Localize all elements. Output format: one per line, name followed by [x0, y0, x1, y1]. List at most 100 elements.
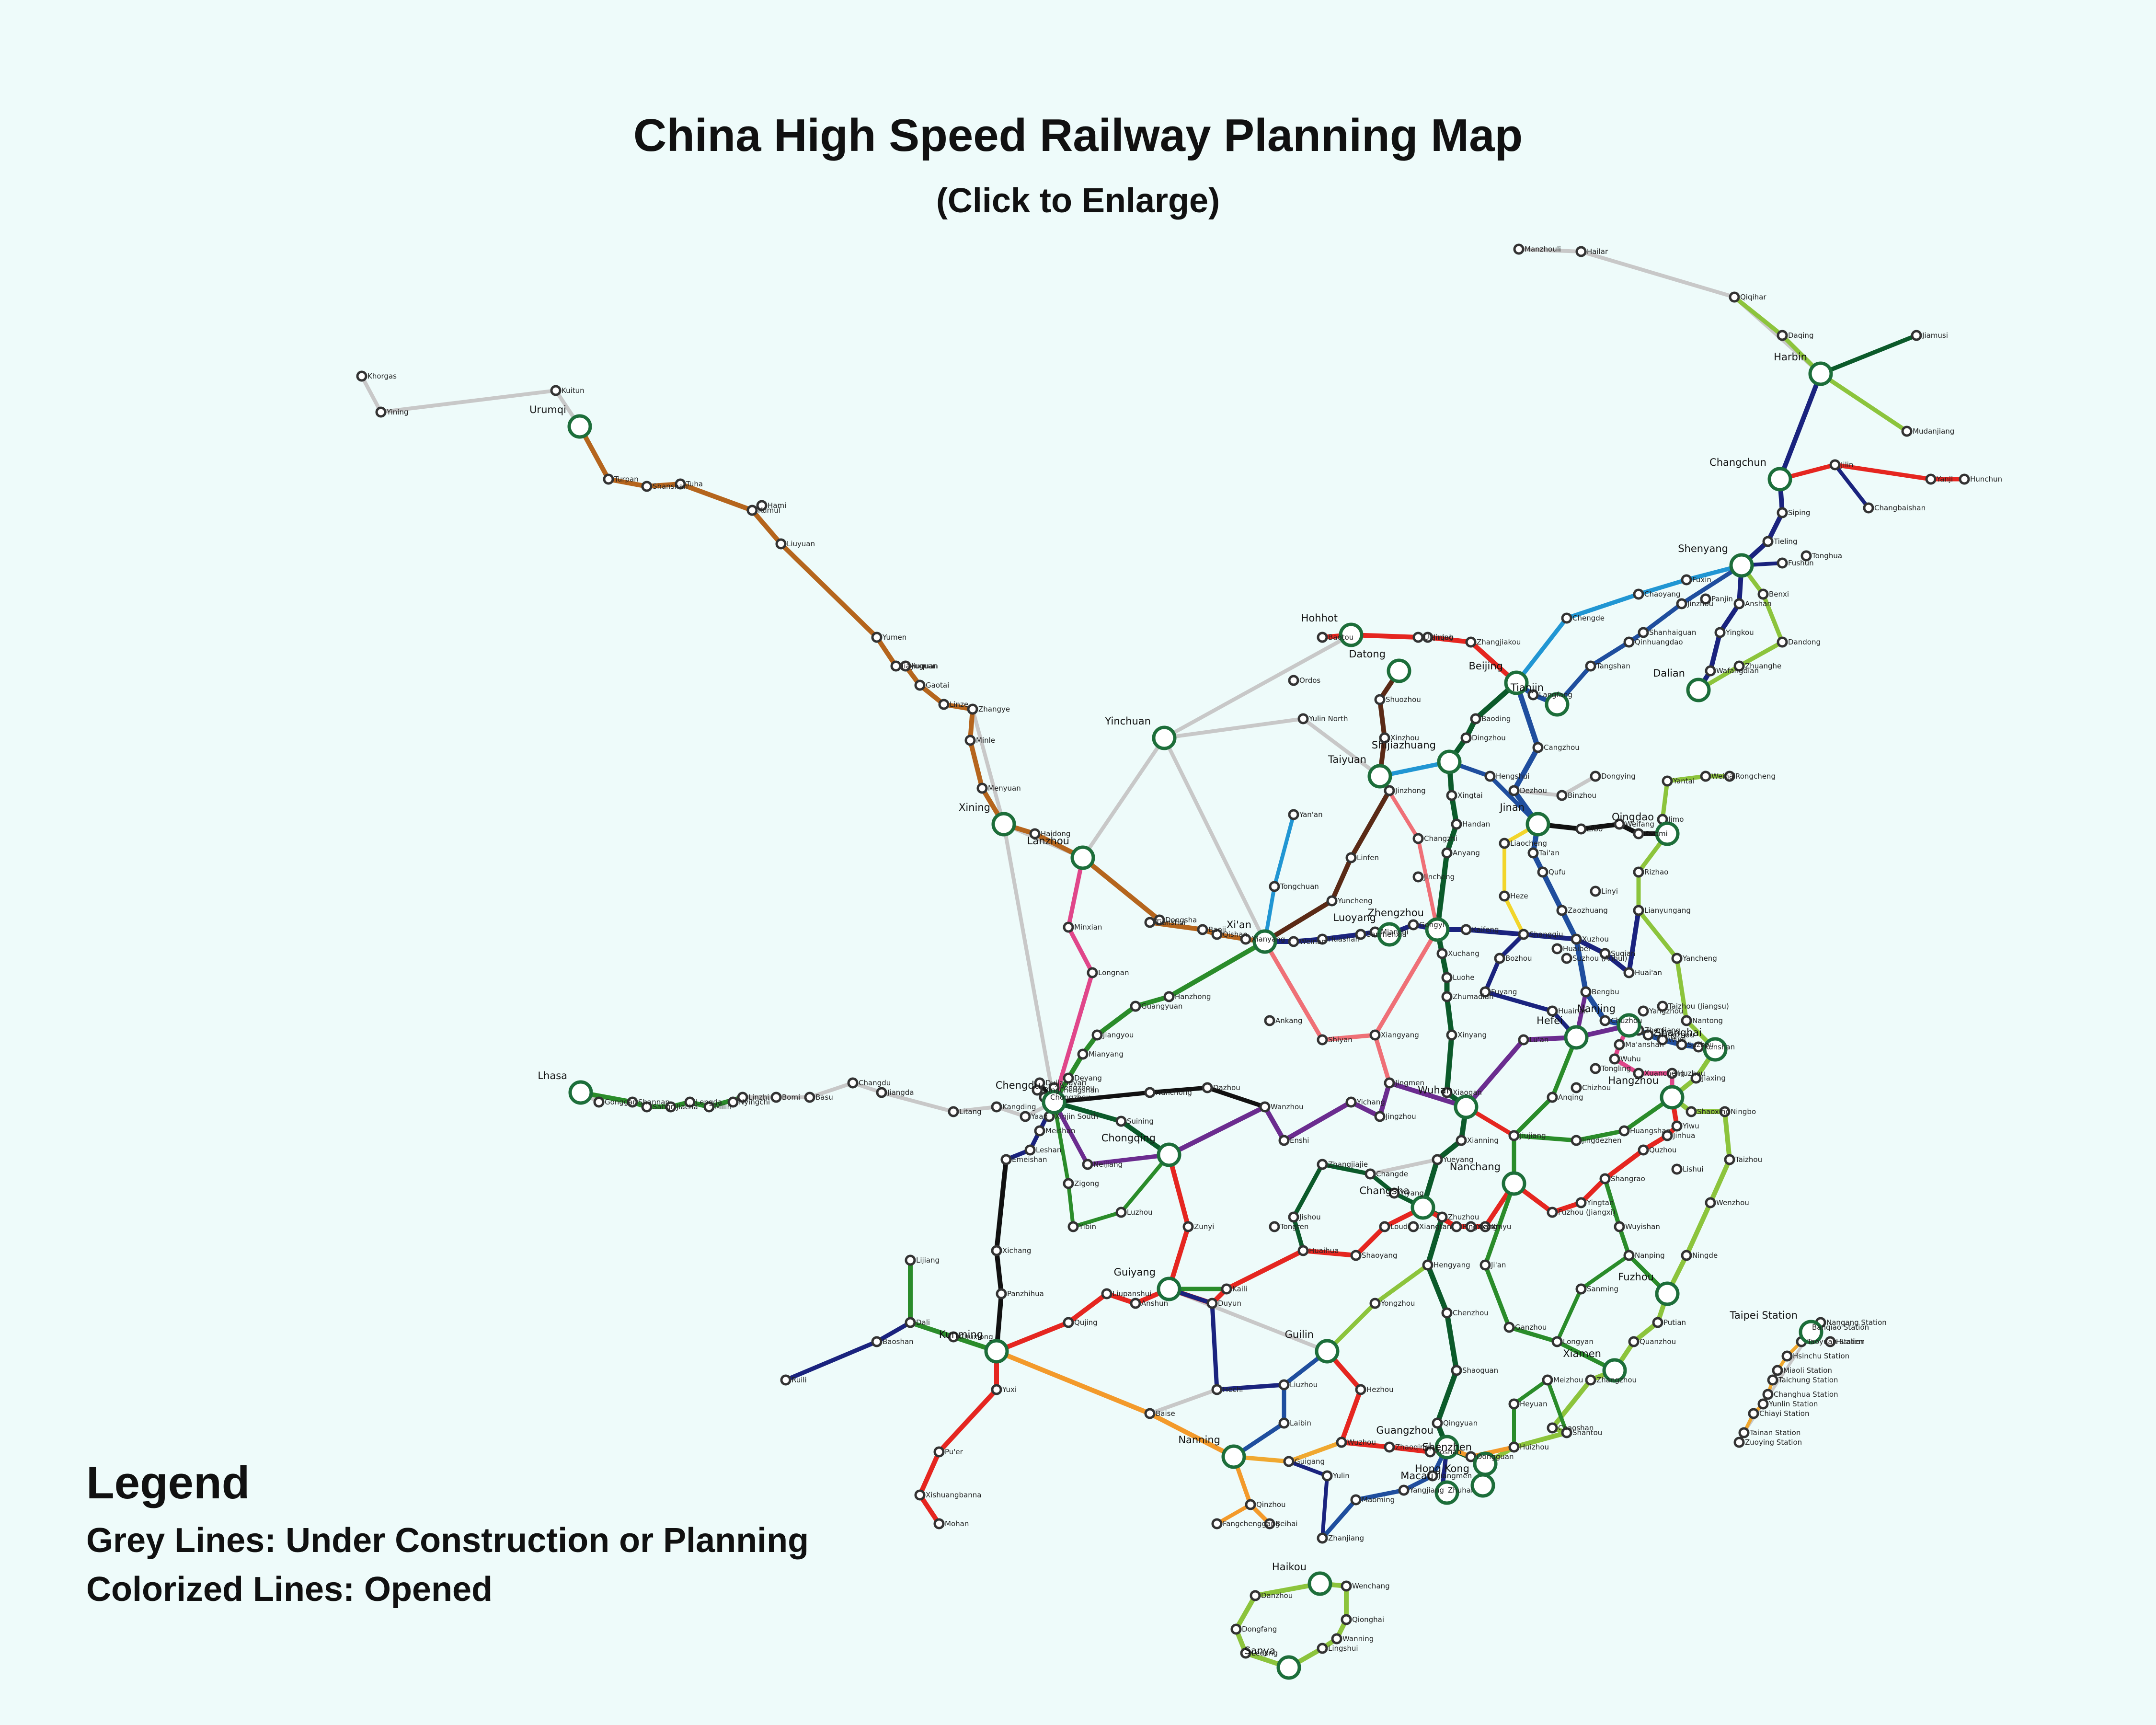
station-marker[interactable]: [1479, 1221, 1491, 1232]
station-marker[interactable]: [1077, 1048, 1089, 1060]
hub-station-marker[interactable]: [1655, 821, 1680, 846]
station-marker[interactable]: [1063, 1178, 1074, 1189]
station-marker[interactable]: [1686, 1106, 1697, 1117]
station-marker[interactable]: [1436, 1211, 1448, 1223]
station-marker[interactable]: [1623, 1250, 1635, 1261]
hub-station-marker[interactable]: [1808, 361, 1833, 386]
station-marker[interactable]: [1638, 1005, 1649, 1017]
hub-station-marker[interactable]: [1377, 922, 1402, 947]
station-marker[interactable]: [1547, 1092, 1558, 1103]
station-marker[interactable]: [550, 385, 562, 396]
station-marker[interactable]: [1412, 632, 1424, 643]
station-marker[interactable]: [1777, 557, 1788, 569]
station-marker[interactable]: [1446, 790, 1457, 801]
station-marker[interactable]: [1719, 1106, 1731, 1117]
hub-station-marker[interactable]: [991, 812, 1016, 837]
station-marker[interactable]: [905, 1317, 916, 1328]
hub-station-marker[interactable]: [1221, 1444, 1246, 1469]
station-marker[interactable]: [1412, 871, 1424, 883]
station-marker[interactable]: [871, 632, 883, 643]
station-marker[interactable]: [1499, 890, 1510, 902]
hub-station-marker[interactable]: [1276, 1655, 1301, 1680]
station-marker[interactable]: [1365, 1168, 1376, 1180]
station-marker[interactable]: [1762, 536, 1774, 547]
station-marker[interactable]: [727, 1096, 739, 1108]
station-marker[interactable]: [1317, 933, 1328, 945]
station-marker[interactable]: [1705, 665, 1716, 677]
station-marker[interactable]: [1278, 1135, 1290, 1146]
station-marker[interactable]: [1154, 914, 1165, 926]
station-marker[interactable]: [1297, 1245, 1309, 1256]
station-marker[interactable]: [1460, 924, 1472, 935]
station-marker[interactable]: [1240, 933, 1251, 945]
station-marker[interactable]: [1202, 1082, 1213, 1093]
station-marker[interactable]: [1599, 1015, 1611, 1026]
station-marker[interactable]: [1345, 852, 1357, 863]
station-marker[interactable]: [1757, 588, 1769, 600]
station-marker[interactable]: [1259, 1101, 1271, 1113]
station-marker[interactable]: [1551, 1336, 1563, 1347]
station-marker[interactable]: [1288, 809, 1299, 820]
station-marker[interactable]: [1384, 1441, 1395, 1453]
station-marker[interactable]: [1757, 1398, 1769, 1410]
station-marker[interactable]: [1693, 1041, 1704, 1053]
station-marker[interactable]: [1470, 713, 1481, 724]
station-marker[interactable]: [1590, 886, 1601, 897]
station-marker[interactable]: [1408, 1221, 1419, 1232]
station-marker[interactable]: [1245, 1499, 1256, 1510]
station-marker[interactable]: [1297, 713, 1309, 724]
station-marker[interactable]: [1484, 770, 1496, 782]
station-marker[interactable]: [1690, 1072, 1702, 1084]
hub-station-marker[interactable]: [1504, 670, 1529, 695]
station-marker[interactable]: [1556, 905, 1568, 916]
station-marker[interactable]: [1762, 1389, 1774, 1400]
station-marker[interactable]: [1609, 1053, 1620, 1065]
hub-station-marker[interactable]: [1042, 1090, 1067, 1115]
station-marker[interactable]: [1465, 636, 1477, 648]
station-marker[interactable]: [1633, 828, 1644, 840]
station-marker[interactable]: [641, 1101, 653, 1113]
station-marker[interactable]: [1221, 1283, 1232, 1295]
station-marker[interactable]: [1580, 986, 1592, 998]
station-marker[interactable]: [1388, 1187, 1400, 1199]
station-marker[interactable]: [1398, 1484, 1410, 1496]
hub-station-marker[interactable]: [1686, 678, 1711, 702]
station-marker[interactable]: [1441, 972, 1453, 983]
station-marker[interactable]: [1714, 627, 1726, 638]
station-marker[interactable]: [1657, 1000, 1668, 1012]
hub-station-marker[interactable]: [1152, 725, 1177, 750]
station-marker[interactable]: [1724, 770, 1735, 782]
enlarge-link[interactable]: (Click to Enlarge): [936, 182, 1220, 220]
station-marker[interactable]: [780, 1374, 791, 1386]
station-marker[interactable]: [1527, 689, 1539, 701]
hub-station-marker[interactable]: [1703, 1037, 1728, 1062]
station-marker[interactable]: [1432, 1417, 1443, 1429]
station-marker[interactable]: [1082, 1159, 1093, 1170]
station-marker[interactable]: [1542, 1374, 1553, 1386]
station-marker[interactable]: [1115, 1116, 1127, 1127]
hub-station-marker[interactable]: [984, 1339, 1009, 1364]
station-marker[interactable]: [1638, 627, 1649, 638]
station-marker[interactable]: [1628, 1336, 1640, 1347]
station-marker[interactable]: [1781, 1350, 1793, 1362]
station-marker[interactable]: [1130, 1000, 1141, 1012]
station-marker[interactable]: [1633, 905, 1644, 916]
station-marker[interactable]: [1614, 1221, 1625, 1232]
station-marker[interactable]: [948, 1106, 959, 1117]
station-marker[interactable]: [375, 406, 387, 418]
station-markers[interactable]: [356, 243, 1970, 1680]
station-marker[interactable]: [1087, 967, 1098, 978]
station-marker[interactable]: [1561, 953, 1572, 964]
station-marker[interactable]: [356, 370, 367, 382]
station-marker[interactable]: [1547, 1005, 1558, 1017]
station-marker[interactable]: [1623, 967, 1635, 978]
hub-station-marker[interactable]: [1525, 812, 1550, 837]
station-marker[interactable]: [905, 1254, 916, 1266]
station-marker[interactable]: [770, 1092, 782, 1103]
station-marker[interactable]: [1724, 1154, 1735, 1165]
station-marker[interactable]: [756, 500, 768, 511]
station-marker[interactable]: [1441, 847, 1453, 859]
station-marker[interactable]: [1336, 1437, 1347, 1448]
station-marker[interactable]: [703, 1101, 715, 1113]
station-marker[interactable]: [1240, 1647, 1251, 1659]
